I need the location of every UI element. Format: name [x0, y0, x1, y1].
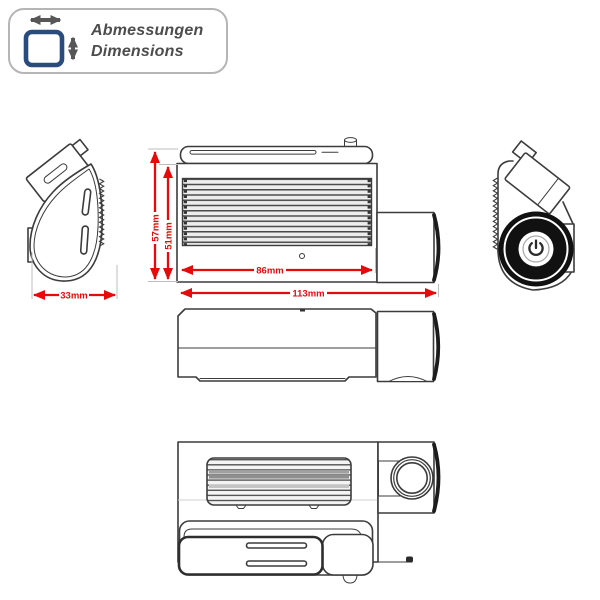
dimension-total-height-label: 57mm — [151, 214, 162, 241]
body-outline-bottom — [497, 250, 573, 291]
vent-grille — [181, 177, 373, 247]
front-view-drawing — [492, 140, 575, 291]
mount-plate-slot — [189, 150, 317, 155]
side-slot-upper — [81, 188, 92, 216]
grille-tab-right — [308, 504, 320, 509]
body-outline — [177, 308, 377, 382]
vent-serration — [98, 178, 105, 247]
side-view-drawing: 33mm — [25, 138, 118, 302]
profile-view-drawing — [177, 308, 441, 383]
mount-pad-tab — [342, 574, 358, 584]
grille-dark-bar-2 — [209, 475, 349, 479]
corner-foot — [406, 556, 413, 563]
pad-slot-upper — [245, 542, 308, 549]
square-outline-icon — [23, 29, 65, 68]
dimensions-badge: Abmessungen Dimensions — [8, 8, 228, 74]
grille-tab-left — [235, 504, 247, 509]
lens-housing — [376, 310, 435, 383]
lens-mid-ring — [393, 459, 431, 497]
mount-plate — [179, 145, 374, 165]
lens-housing-edge — [432, 442, 441, 513]
body-outline-diagonal — [562, 201, 575, 227]
lens-housing-edge — [432, 213, 441, 282]
dimension-body-width-label: 86mm — [256, 266, 283, 277]
mount-base-inner-line — [183, 528, 362, 538]
dimensions-icon — [17, 11, 83, 71]
side-slot-lower — [79, 225, 90, 255]
lens-center-ring — [522, 235, 550, 263]
pad-slot-lower — [245, 560, 308, 567]
mount-bracket — [504, 152, 571, 215]
badge-title-english: Dimensions — [91, 43, 184, 60]
mount-pad-front — [177, 535, 324, 576]
mount-pad-right — [321, 533, 374, 576]
dimension-body-height-label: 51mm — [164, 222, 175, 249]
lens-inner-ring — [395, 461, 428, 494]
badge-text: Abmessungen Dimensions — [91, 20, 203, 62]
vent-grille — [206, 457, 352, 506]
dimension-total-width-label: 113mm — [292, 289, 324, 300]
lens-housing — [376, 211, 435, 284]
lens-housing-edge — [432, 312, 441, 381]
bottom-bump — [388, 376, 428, 382]
body-outline-inner — [33, 168, 99, 278]
rear-view-drawing: 57mm 51mm 86mm 113mm — [148, 137, 441, 300]
lens-ring — [503, 216, 569, 282]
badge-title-german: Abmessungen — [91, 22, 204, 39]
top-notch — [300, 309, 305, 312]
grille-dark-bar-3 — [209, 484, 349, 488]
power-icon — [528, 239, 544, 257]
top-view-drawing — [177, 441, 441, 584]
top-knob — [344, 137, 357, 149]
body-outline — [497, 160, 514, 252]
grille-dark-bar-1 — [209, 470, 349, 474]
dimension-depth-label: 33mm — [60, 291, 87, 302]
screw-hole — [299, 253, 305, 259]
vent-serration — [492, 177, 499, 250]
